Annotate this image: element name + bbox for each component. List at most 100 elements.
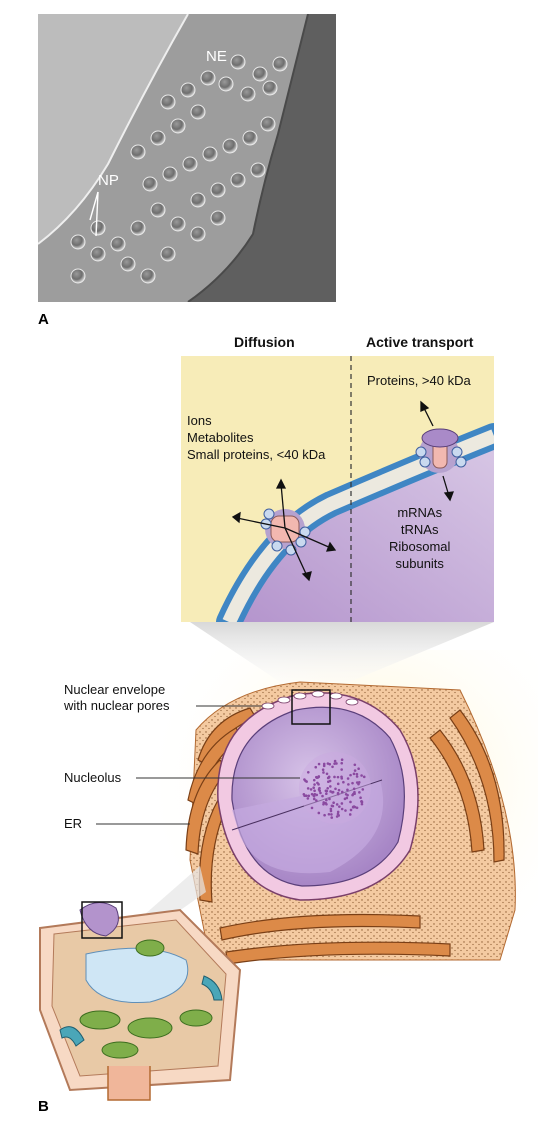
nuclear-pore bbox=[218, 76, 234, 92]
nucleolus-granule bbox=[325, 792, 328, 796]
nucleolus-granule bbox=[340, 790, 344, 794]
nucleolus-granule bbox=[312, 797, 316, 801]
ne-label: NE bbox=[206, 48, 227, 65]
nucleolus-granule bbox=[315, 775, 318, 779]
nucleolus-granule bbox=[312, 794, 316, 798]
nucleolus-granule bbox=[327, 812, 331, 816]
nuclear-pore bbox=[182, 156, 198, 172]
nucleolus-granule bbox=[336, 782, 340, 786]
nuclear-pore bbox=[130, 144, 146, 160]
nucleolus-granule bbox=[329, 785, 332, 788]
nuclear-pore bbox=[222, 138, 238, 154]
nucleolus-granule bbox=[358, 791, 361, 794]
nuclear-pore bbox=[90, 220, 106, 236]
nuclear-pore bbox=[150, 130, 166, 146]
nucleolus-granule bbox=[348, 813, 352, 816]
nucleolus-granule bbox=[325, 772, 329, 776]
nucleolus-granule bbox=[330, 804, 334, 808]
cargo-small-proteins: Small proteins, <40 kDa bbox=[187, 447, 326, 462]
nucleolus-granule bbox=[330, 813, 333, 816]
nucleolus-granule bbox=[321, 768, 325, 772]
nucleolus-granule bbox=[332, 801, 335, 805]
nucleolus-granule bbox=[346, 793, 349, 797]
nucleolus-granule bbox=[360, 802, 364, 806]
active-arrows bbox=[420, 400, 454, 502]
active-export-list: mRNAs tRNAs Ribosomal subunits bbox=[389, 504, 450, 572]
nucleolus-granule bbox=[340, 758, 344, 762]
nuclear-pore bbox=[272, 56, 288, 72]
export-mrnas: mRNAs bbox=[397, 505, 443, 520]
nuclear-pore bbox=[210, 182, 226, 198]
nuclear-pore bbox=[230, 172, 246, 188]
nucleolus-granule bbox=[314, 765, 318, 769]
nuclear-pore bbox=[90, 246, 106, 262]
nucleolus-granule bbox=[309, 788, 313, 791]
nucleolus-granule bbox=[357, 767, 360, 770]
cargo-ions: Ions bbox=[187, 413, 212, 428]
nucleolus-granule bbox=[340, 775, 343, 779]
cell-illustration bbox=[39, 622, 538, 1101]
nucleolus-granule bbox=[306, 787, 310, 790]
nucleolus-granule bbox=[319, 791, 322, 795]
nuclear-pore bbox=[260, 116, 276, 132]
micrograph: NE NP bbox=[37, 13, 336, 303]
nucleolus-granule bbox=[349, 800, 352, 804]
nucleolus-granule bbox=[355, 781, 359, 784]
nucleolus-granule bbox=[328, 797, 331, 801]
nuclear-pore bbox=[240, 86, 256, 102]
nucleolus-granule bbox=[325, 789, 329, 793]
nucleolus-granule bbox=[329, 809, 333, 813]
nuclear-pore bbox=[200, 70, 216, 86]
panel-b-letter: B bbox=[38, 1098, 49, 1115]
nuclear-pore bbox=[252, 66, 268, 82]
nucleolus-granule bbox=[349, 808, 353, 812]
nucleolus-granule bbox=[329, 790, 332, 793]
nucleolus-granule bbox=[324, 801, 328, 805]
nucleolus-callout: Nucleolus bbox=[64, 770, 122, 785]
nucleolus-granule bbox=[317, 762, 321, 766]
np-label: NP bbox=[98, 172, 119, 189]
nucleolus-granule bbox=[312, 786, 315, 790]
nucleolus-granule bbox=[327, 775, 331, 779]
nucleolus-granule bbox=[346, 788, 349, 792]
nucleolus-granule bbox=[330, 816, 334, 819]
nucleolus-granule bbox=[322, 802, 325, 806]
callout-envelope-line1: Nuclear envelope bbox=[64, 682, 166, 697]
nucleolus-granule bbox=[328, 762, 332, 766]
nucleolus-granule bbox=[362, 775, 366, 779]
nuclear-pore bbox=[190, 104, 206, 120]
active-transport-heading: Active transport bbox=[366, 334, 474, 350]
nucleolus-granule bbox=[317, 811, 321, 815]
nucleolus-granule bbox=[310, 806, 314, 810]
nuclear-pore bbox=[242, 130, 258, 146]
active-import-label: Proteins, >40 kDa bbox=[367, 373, 471, 388]
nuclear-pore bbox=[140, 268, 156, 284]
nucleolus-granule bbox=[340, 802, 344, 805]
nucleolus-granule bbox=[343, 797, 347, 801]
nucleolus-granule bbox=[331, 765, 334, 769]
nucleolus-granule bbox=[323, 813, 326, 817]
np-pointer-lines bbox=[89, 191, 99, 237]
nuclear-pore bbox=[120, 256, 136, 272]
nuclear-pore bbox=[110, 236, 126, 252]
nucleolus-granule bbox=[325, 798, 328, 802]
nucleolus-granule bbox=[357, 781, 361, 784]
nucleolus-granule bbox=[302, 792, 306, 796]
micrograph-image bbox=[37, 13, 336, 303]
nucleolus-granule bbox=[327, 780, 330, 784]
nucleolus-granule bbox=[313, 792, 317, 796]
nucleolus-granule bbox=[306, 770, 310, 774]
nucleolus-granule bbox=[355, 806, 359, 810]
nucleolus bbox=[299, 752, 371, 824]
nuclear-pore bbox=[150, 202, 166, 218]
nuclear-pore bbox=[130, 220, 146, 236]
nucleolus-granule bbox=[347, 783, 350, 786]
nucleolus-granule bbox=[340, 768, 343, 771]
pore-transport-inset: Ions Metabolites Small proteins, <40 kDa… bbox=[181, 356, 507, 635]
nucleolus-granule bbox=[306, 797, 310, 800]
inset-drawing bbox=[181, 356, 507, 635]
er-callout: ER bbox=[64, 816, 83, 831]
nuclear-pore bbox=[70, 268, 86, 284]
nuclear-pore bbox=[180, 82, 196, 98]
nucleolus-granule bbox=[321, 794, 324, 798]
